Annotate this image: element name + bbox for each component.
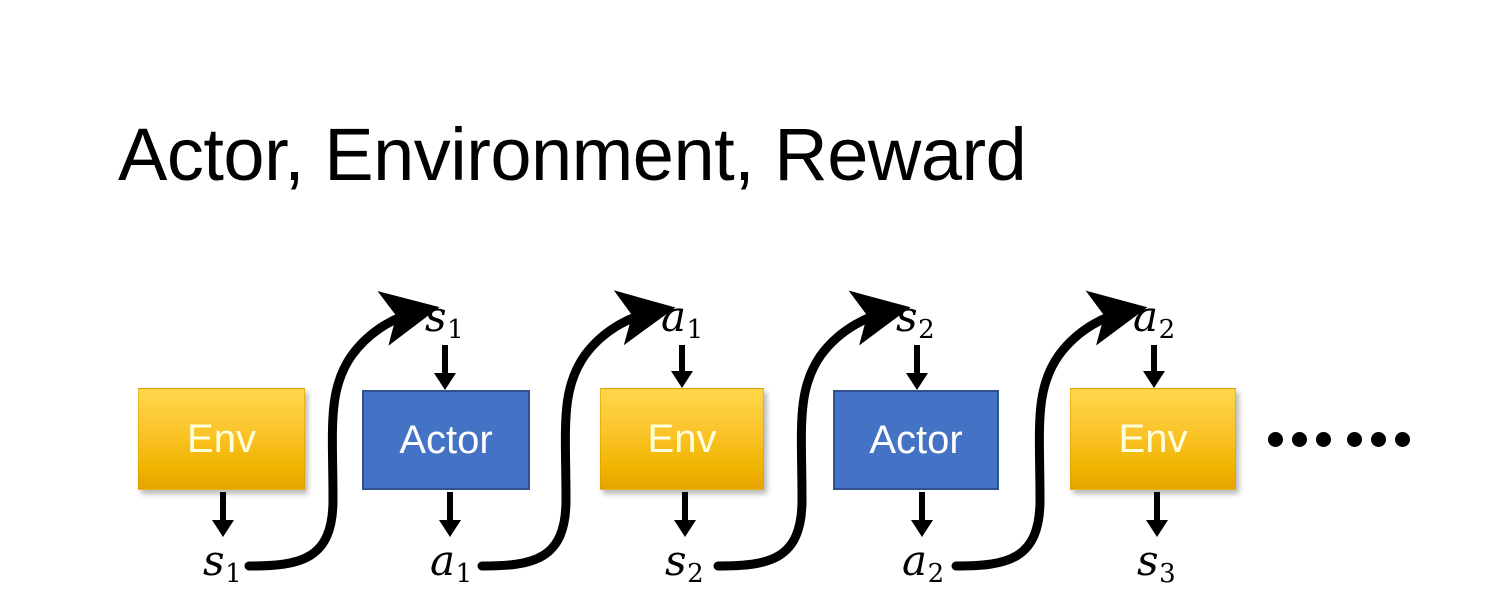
label-base: s [665,536,687,585]
page-title: Actor, Environment, Reward [118,113,1027,196]
arrow-down-into-actor-2 [906,345,928,390]
ellipsis-icon [1268,432,1410,447]
label-subscript: 1 [447,315,464,346]
label-base: s [425,292,447,341]
arrow-down-out-of-actor-1 [439,492,461,537]
label-action-a2-top: a2 [1133,296,1176,346]
label-state-s1-bottom: s1 [203,540,242,590]
label-base: a [661,292,687,341]
label-state-s2-top: s2 [896,296,935,346]
ellipsis-dot [1347,432,1362,447]
block-actor-1[interactable]: Actor [362,390,530,490]
label-action-a1-bottom: a1 [430,540,473,590]
label-subscript: 2 [927,559,945,590]
label-base: a [430,536,456,585]
label-subscript: 2 [918,315,935,346]
label-subscript: 1 [225,559,242,590]
label-base: a [1133,292,1159,341]
label-subscript: 2 [1158,315,1176,346]
label-subscript: 1 [455,559,473,590]
arrow-down-into-actor-1 [434,345,456,390]
arrow-down-out-of-env-2 [674,492,696,537]
block-env-1[interactable]: Env [138,388,305,490]
label-subscript: 3 [1159,559,1176,590]
label-action-a2-bottom: a2 [902,540,945,590]
label-base: s [896,292,918,341]
arrow-down-out-of-env-3 [1146,492,1168,537]
label-state-s2-bottom: s2 [665,540,704,590]
label-base: s [203,536,225,585]
label-state-s1-top: s1 [425,296,464,346]
label-action-a1-top: a1 [661,296,704,346]
label-state-s3-bottom: s3 [1137,540,1176,590]
arrow-down-out-of-actor-2 [911,492,933,537]
ellipsis-dot [1316,432,1331,447]
block-env-2[interactable]: Env [600,388,764,490]
label-base: s [1137,536,1159,585]
block-env-3[interactable]: Env [1070,388,1236,490]
ellipsis-dot [1268,432,1283,447]
ellipsis-dot [1371,432,1386,447]
block-actor-2[interactable]: Actor [833,390,999,490]
arrow-down-into-env-2 [671,345,693,388]
label-base: a [902,536,928,585]
ellipsis-dot [1292,432,1307,447]
ellipsis-dot [1395,432,1410,447]
label-subscript: 2 [687,559,704,590]
arrow-down-into-env-3 [1143,345,1165,388]
arrow-down-out-of-env-1 [212,492,234,537]
label-subscript: 1 [686,315,704,346]
